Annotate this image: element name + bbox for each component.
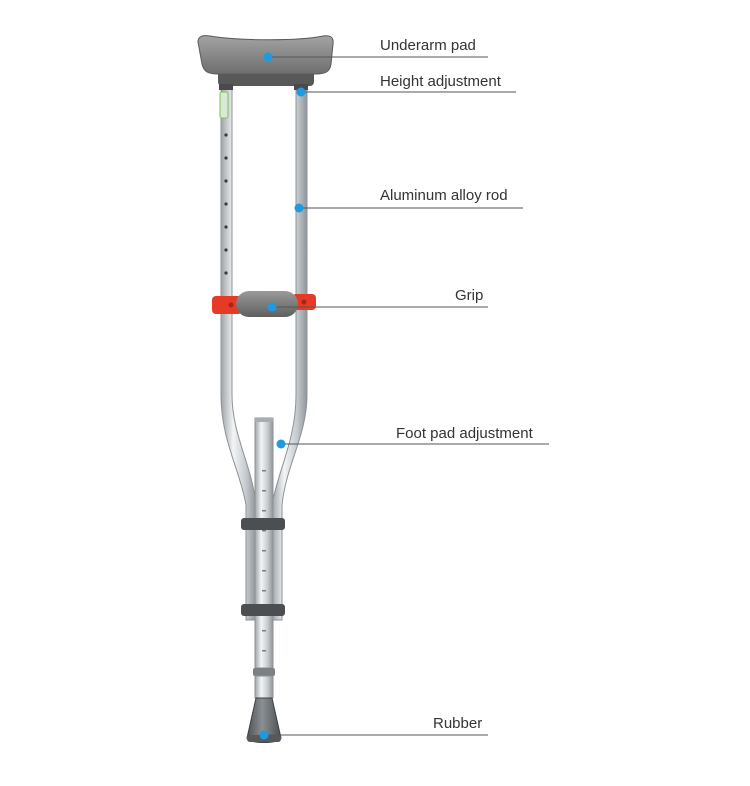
label-rubber: Rubber: [433, 715, 482, 732]
callout-underarm-pad: Underarm pad: [263, 37, 488, 62]
callout-foot-pad-adjustment: Foot pad adjustment: [276, 425, 549, 449]
callout-aluminum-alloy-rod: Aluminum alloy rod: [294, 187, 523, 213]
callout-dot: [296, 87, 306, 97]
label-aluminum-alloy-rod: Aluminum alloy rod: [380, 187, 508, 204]
grip-handle: [236, 291, 298, 317]
lower-clamp: [241, 604, 285, 616]
callout-dot: [267, 302, 277, 312]
callout-rubber: Rubber: [259, 715, 488, 740]
label-height-adjustment: Height adjustment: [380, 73, 502, 90]
callout-dot: [259, 730, 269, 740]
crutch-icon: [197, 35, 334, 743]
callout-dot: [263, 52, 273, 62]
label-foot-pad-adjustment: Foot pad adjustment: [396, 425, 534, 442]
upper-clamp: [241, 518, 285, 530]
right-rod: [271, 87, 308, 621]
adjustment-holes: [224, 133, 228, 275]
left-rod: [220, 87, 257, 621]
scale-marks: [262, 470, 266, 652]
grip-left-clamp: [212, 296, 242, 314]
callout-height-adjustment: Height adjustment: [296, 73, 516, 97]
ferrule-collar: [253, 668, 275, 676]
sticker: [219, 91, 229, 119]
label-grip: Grip: [455, 287, 483, 304]
callout-dot: [294, 203, 304, 213]
callout-grip: Grip: [267, 287, 488, 312]
callout-dot: [276, 439, 286, 449]
label-underarm-pad: Underarm pad: [380, 37, 476, 54]
